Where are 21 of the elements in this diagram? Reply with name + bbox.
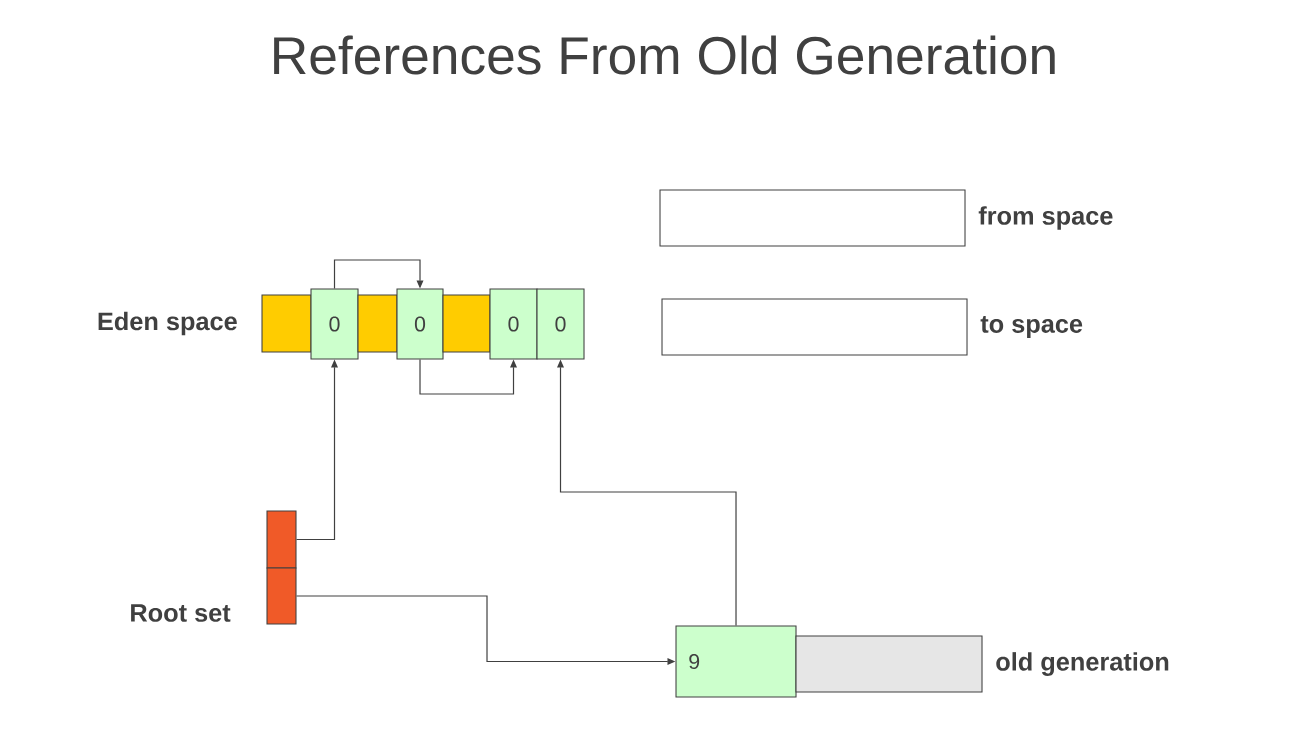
- object-cell: 9: [675, 625, 797, 698]
- object-cell: 0: [489, 288, 538, 360]
- root-cell: [266, 510, 297, 569]
- arrow: [419, 358, 517, 395]
- memory-box: [661, 298, 968, 356]
- free-block: [357, 294, 398, 353]
- root-cell: [266, 567, 297, 625]
- free-block: [261, 294, 312, 353]
- region-label: Eden space: [98, 311, 237, 336]
- memory-box: [659, 189, 966, 247]
- title: References From Old Generation: [274, 35, 1055, 75]
- region-label: from space: [978, 206, 1113, 230]
- object-cell: 0: [310, 288, 359, 360]
- arrow: [333, 259, 424, 290]
- region-label: Root set: [131, 604, 231, 622]
- region-label: old generation: [996, 652, 1169, 676]
- object-cell: 0: [536, 288, 585, 360]
- object-cell: 0: [396, 288, 444, 360]
- region-label: to space: [980, 316, 1083, 338]
- free-block: [442, 294, 491, 353]
- memory-bar: [795, 635, 983, 693]
